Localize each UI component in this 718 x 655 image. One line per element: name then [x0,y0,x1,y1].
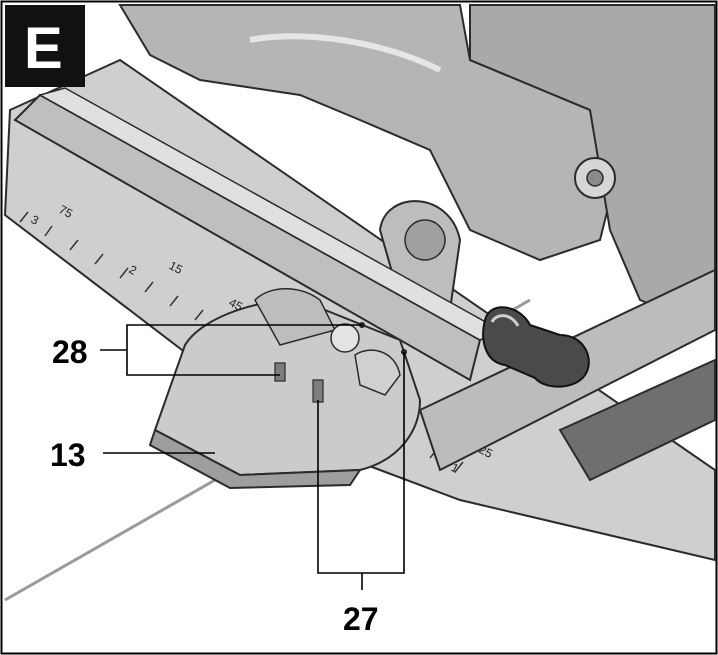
cutting-guide-edge [148,428,362,490]
callout-28-leaders [100,324,362,376]
cut-mark-notch-left [274,362,286,382]
scale-label-15: 15 [167,258,186,277]
callout-28: 28 [52,334,88,370]
guide-dial [254,288,337,346]
callout-13: 13 [50,437,86,473]
housing-highlight [249,33,442,73]
guide-dial-right [354,349,401,396]
pivot-screw-center [586,169,604,187]
guide-bar-extension [558,358,716,482]
clamp-knob-highlight [490,314,520,327]
cut-mark-notch-right [312,379,324,403]
callout-27-leaders [317,352,405,590]
callout-27: 27 [343,601,379,637]
clamp-knob[interactable] [482,306,590,388]
section-badge-letter: E [24,16,63,81]
motor-housing [469,4,716,332]
section-badge [5,5,85,87]
scale-label-75: 75 [57,202,76,221]
guide-dial-window [330,323,360,353]
bracket-hub [404,219,446,261]
